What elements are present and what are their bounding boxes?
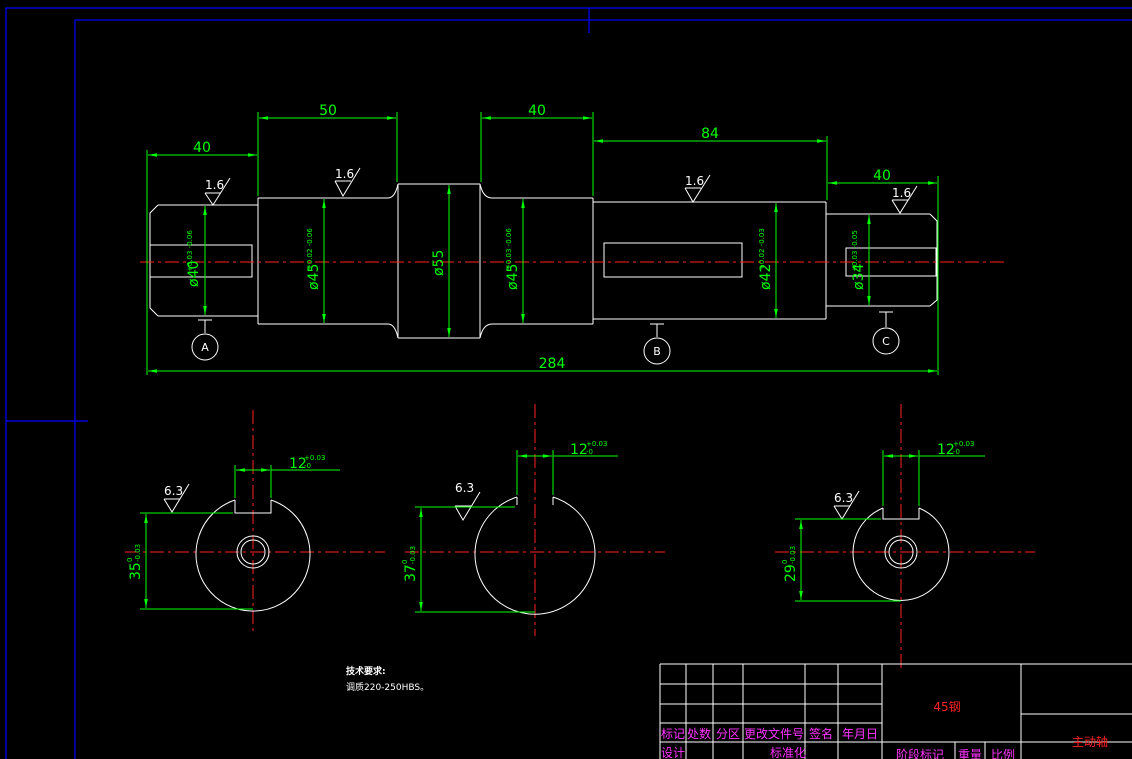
section-3-width: 12 [937,442,955,458]
section-1-depth: 35 [128,562,144,580]
tb-header-4: 签名 [809,726,833,741]
roughness-1: 1.6 [205,178,224,192]
section-3-depth-tol-low: -0.03 [789,546,797,564]
dim-total: 284 [539,356,566,372]
notes-line1: 调质220-250HBS。 [346,681,429,693]
tb-header-1: 处数 [687,726,711,741]
section-3-width-tol-low: -0 [953,448,960,456]
dim-d5: ø42 [758,264,774,290]
roughness-4: 1.6 [892,186,911,200]
section-1-width-tol-low: -0 [304,462,311,470]
notes-heading: 技术要求: [346,665,386,677]
section-1-depth-tol-up: 0 [126,558,134,562]
section-1-width-tol-up: +0.03 [304,454,325,462]
extension-lines [146,112,939,375]
roughness-symbols [204,167,918,214]
datum-c: C [882,335,890,348]
section-3-depth-tol-up: 0 [781,560,789,564]
section-2-depth: 37 [403,564,419,582]
tb-row2-0: 设计 [661,746,685,759]
drawing-frame [5,7,1132,759]
shaft-outline [149,183,938,339]
dim-l5: 40 [873,168,891,184]
section-view-3 [833,490,950,601]
tb-header-5: 年月日 [842,727,878,741]
section-2-depth-tol-low: -0.03 [409,546,417,564]
tb-material: 45钢 [933,700,960,714]
dim-l4: 84 [701,126,719,142]
tb-header-2: 分区 [716,727,740,741]
dim-l2: 50 [319,103,337,119]
dim-d4-tol: +0.03 -0.06 [505,228,513,270]
dim-d2-tol: +0.02 -0.06 [306,228,314,270]
dim-l1: 40 [193,140,211,156]
datum-b: B [653,345,661,358]
dim-d6-tol: +0.03 -0.05 [851,230,859,272]
tb-header-3: 更改文件号 [744,726,804,741]
section-view-2 [454,491,596,615]
tb-weight: 重量 [958,748,982,759]
tb-part-name: 主动轴 [1072,734,1108,749]
section-3-roughness: 6.3 [834,491,853,505]
section-dimension-lines [140,450,985,613]
section-view-1 [163,483,311,612]
tb-row2-2: 标准化 [770,746,806,759]
tb-stage-mark: 阶段标记 [896,747,944,759]
dim-d4: ø45 [505,264,521,290]
section-2-depth-tol-up: 0 [401,560,409,564]
section-2-width-tol-low: -0 [586,448,593,456]
dim-d1: ø40 [186,261,202,287]
roughness-3: 1.6 [685,174,704,188]
dim-d1-tol: +0.03 -0.06 [186,230,194,272]
section-2-width-tol-up: +0.03 [586,440,607,448]
section-1-depth-tol-low: -0.03 [134,544,142,562]
section-2-roughness: 6.3 [455,481,474,495]
diameter-dimension-lines [203,185,871,337]
dim-d3: ø55 [431,250,447,276]
horizontal-dimensions [148,116,937,373]
datum-symbols [191,311,900,365]
title-block [659,663,1132,759]
dim-d2: ø45 [306,264,322,290]
centerlines [125,261,1035,672]
tb-scale: 比例 [991,748,1015,759]
dim-d5-tol: +0.02 -0.03 [758,228,766,270]
roughness-2: 1.6 [335,167,354,181]
dim-d6: ø34 [851,264,867,290]
dim-l3: 40 [528,103,546,119]
section-3-depth: 29 [783,564,799,582]
section-1-roughness: 6.3 [164,484,183,498]
section-1-width: 12 [289,456,307,472]
tb-header-0: 标记 [661,727,685,741]
section-2-width: 12 [570,442,588,458]
datum-a: A [201,341,209,354]
keyways [149,242,937,278]
section-3-width-tol-up: +0.03 [953,440,974,448]
